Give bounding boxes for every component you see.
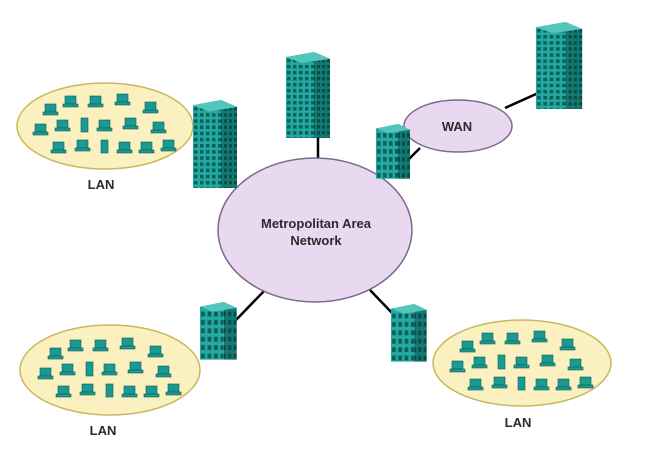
link-man-to-wan — [407, 147, 421, 161]
man-label-line2: Network — [290, 233, 342, 248]
wan-label: WAN — [442, 119, 472, 134]
wan-node: WAN — [403, 99, 513, 153]
link-man-to-building-left — [235, 289, 266, 321]
wan-ellipse — [403, 99, 513, 153]
lan-label: LAN — [505, 415, 532, 430]
lan-bottom-right: LAN — [432, 319, 612, 430]
tower-icon — [286, 52, 330, 138]
tower-icon — [536, 22, 583, 109]
man-node: Metropolitan Area Network — [217, 157, 413, 303]
lan-bottom-left: LAN — [19, 324, 201, 438]
man-ellipse — [217, 157, 413, 303]
building-icon — [193, 100, 237, 188]
building-icon — [376, 124, 410, 179]
building-icon — [200, 302, 237, 360]
lan-label: LAN — [90, 423, 117, 438]
man-label-line1: Metropolitan Area — [261, 216, 372, 231]
link-man-to-building-right — [369, 289, 394, 315]
lan-label: LAN — [88, 177, 115, 192]
building-icon — [391, 304, 427, 362]
lan-top-left: LAN — [16, 82, 194, 192]
